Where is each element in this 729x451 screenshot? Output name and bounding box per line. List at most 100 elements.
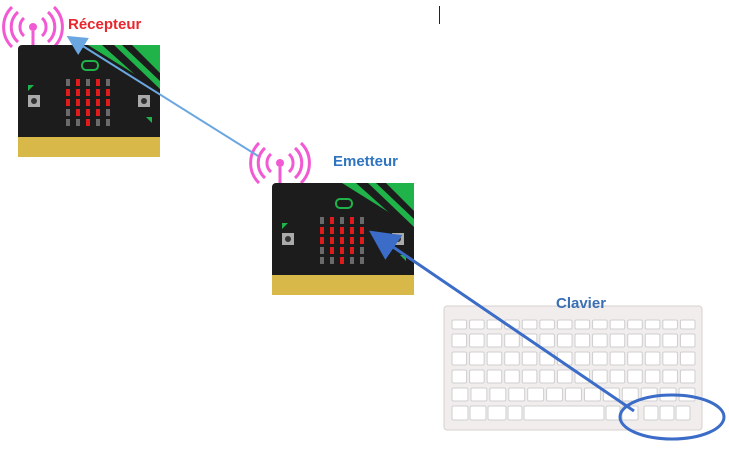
keyboard-key	[504, 351, 520, 366]
keyboard-key	[574, 319, 591, 330]
emitter-led	[330, 217, 334, 224]
emitter-led	[360, 237, 364, 244]
keyboard-key	[489, 387, 507, 402]
keyboard-key	[486, 369, 503, 384]
receiver-led	[66, 99, 70, 106]
keyboard-key	[521, 319, 538, 330]
receiver-led	[86, 109, 90, 116]
receiver-led	[96, 99, 100, 106]
receiver-led	[106, 79, 110, 86]
link-emitter-to-receiver	[66, 35, 259, 157]
emitter-led	[350, 227, 354, 234]
keyboard-key	[556, 333, 573, 348]
receiver-led	[86, 119, 90, 126]
emitter-led	[360, 257, 364, 264]
keyboard-key	[592, 351, 608, 366]
emitter-led	[320, 247, 324, 254]
receiver-antenna-icon	[2, 5, 64, 49]
keyboard-key	[451, 319, 468, 330]
emitter-led	[320, 257, 324, 264]
keyboard-key	[451, 405, 469, 421]
keyboard-key	[644, 369, 661, 384]
keyboard-key	[679, 369, 696, 384]
receiver-led	[106, 99, 110, 106]
receiver-led	[86, 79, 90, 86]
emitter-microbit-board	[272, 183, 414, 295]
keyboard-key	[451, 387, 469, 402]
keyboard-key	[486, 351, 503, 366]
emitter-led	[330, 227, 334, 234]
arrow-keys-highlight	[618, 393, 726, 441]
keyboard-key	[470, 387, 488, 402]
keyboard-key	[592, 369, 608, 384]
emitter-led	[320, 237, 324, 244]
keyboard-key	[679, 351, 696, 366]
receiver-led	[106, 109, 110, 116]
keyboard-key	[504, 333, 520, 348]
keyboard-key	[487, 405, 507, 421]
receiver-led	[106, 89, 110, 96]
keyboard-key	[609, 319, 626, 330]
receiver-led	[76, 89, 80, 96]
keyboard-key	[627, 333, 643, 348]
emitter-led	[360, 217, 364, 224]
receiver-led	[66, 89, 70, 96]
keyboard-key	[627, 351, 643, 366]
keyboard-key	[627, 319, 643, 330]
keyboard-key	[679, 333, 696, 348]
keyboard-key	[546, 387, 564, 402]
keyboard-key	[621, 387, 639, 402]
receiver-label: Récepteur	[68, 16, 142, 33]
keyboard-key	[556, 319, 573, 330]
receiver-led	[96, 119, 100, 126]
receiver-led	[86, 99, 90, 106]
keyboard-key	[679, 319, 696, 330]
keyboard-key	[504, 369, 520, 384]
receiver-led	[96, 79, 100, 86]
keyboard-key	[469, 369, 485, 384]
emitter-led	[360, 227, 364, 234]
keyboard-key	[539, 319, 555, 330]
emitter-led	[340, 237, 344, 244]
keyboard-key	[662, 351, 678, 366]
keyboard-key	[451, 351, 468, 366]
keyboard-key	[592, 333, 608, 348]
keyboard-key	[609, 333, 626, 348]
receiver-led	[76, 119, 80, 126]
emitter-led	[320, 227, 324, 234]
keyboard-key	[662, 369, 678, 384]
link-keyboard-to-emitter	[369, 230, 635, 413]
keyboard-key	[643, 405, 659, 421]
emitter-led	[340, 257, 344, 264]
emitter-led	[330, 247, 334, 254]
emitter-led	[320, 217, 324, 224]
keyboard-key	[675, 405, 691, 421]
keyboard-key	[469, 333, 485, 348]
receiver-led	[106, 119, 110, 126]
keyboard-key	[627, 369, 643, 384]
receiver-led	[76, 99, 80, 106]
emitter-led	[350, 247, 354, 254]
emitter-antenna-icon	[249, 141, 311, 185]
keyboard-key	[451, 369, 468, 384]
emitter-led	[340, 247, 344, 254]
keyboard-key	[605, 405, 621, 421]
keyboard-key	[644, 319, 661, 330]
keyboard-key	[539, 333, 555, 348]
receiver-led	[66, 109, 70, 116]
emitter-led	[360, 247, 364, 254]
receiver-led	[96, 109, 100, 116]
keyboard-key	[486, 319, 503, 330]
emitter-led	[340, 227, 344, 234]
keyboard-key	[507, 405, 523, 421]
keyboard-key	[523, 405, 605, 421]
keyboard-key	[469, 405, 487, 421]
emitter-led	[350, 257, 354, 264]
keyboard-key	[565, 387, 582, 402]
keyboard-key	[469, 319, 485, 330]
receiver-led	[86, 89, 90, 96]
emitter-led	[350, 237, 354, 244]
keyboard-key	[521, 369, 538, 384]
emitter-led	[340, 217, 344, 224]
